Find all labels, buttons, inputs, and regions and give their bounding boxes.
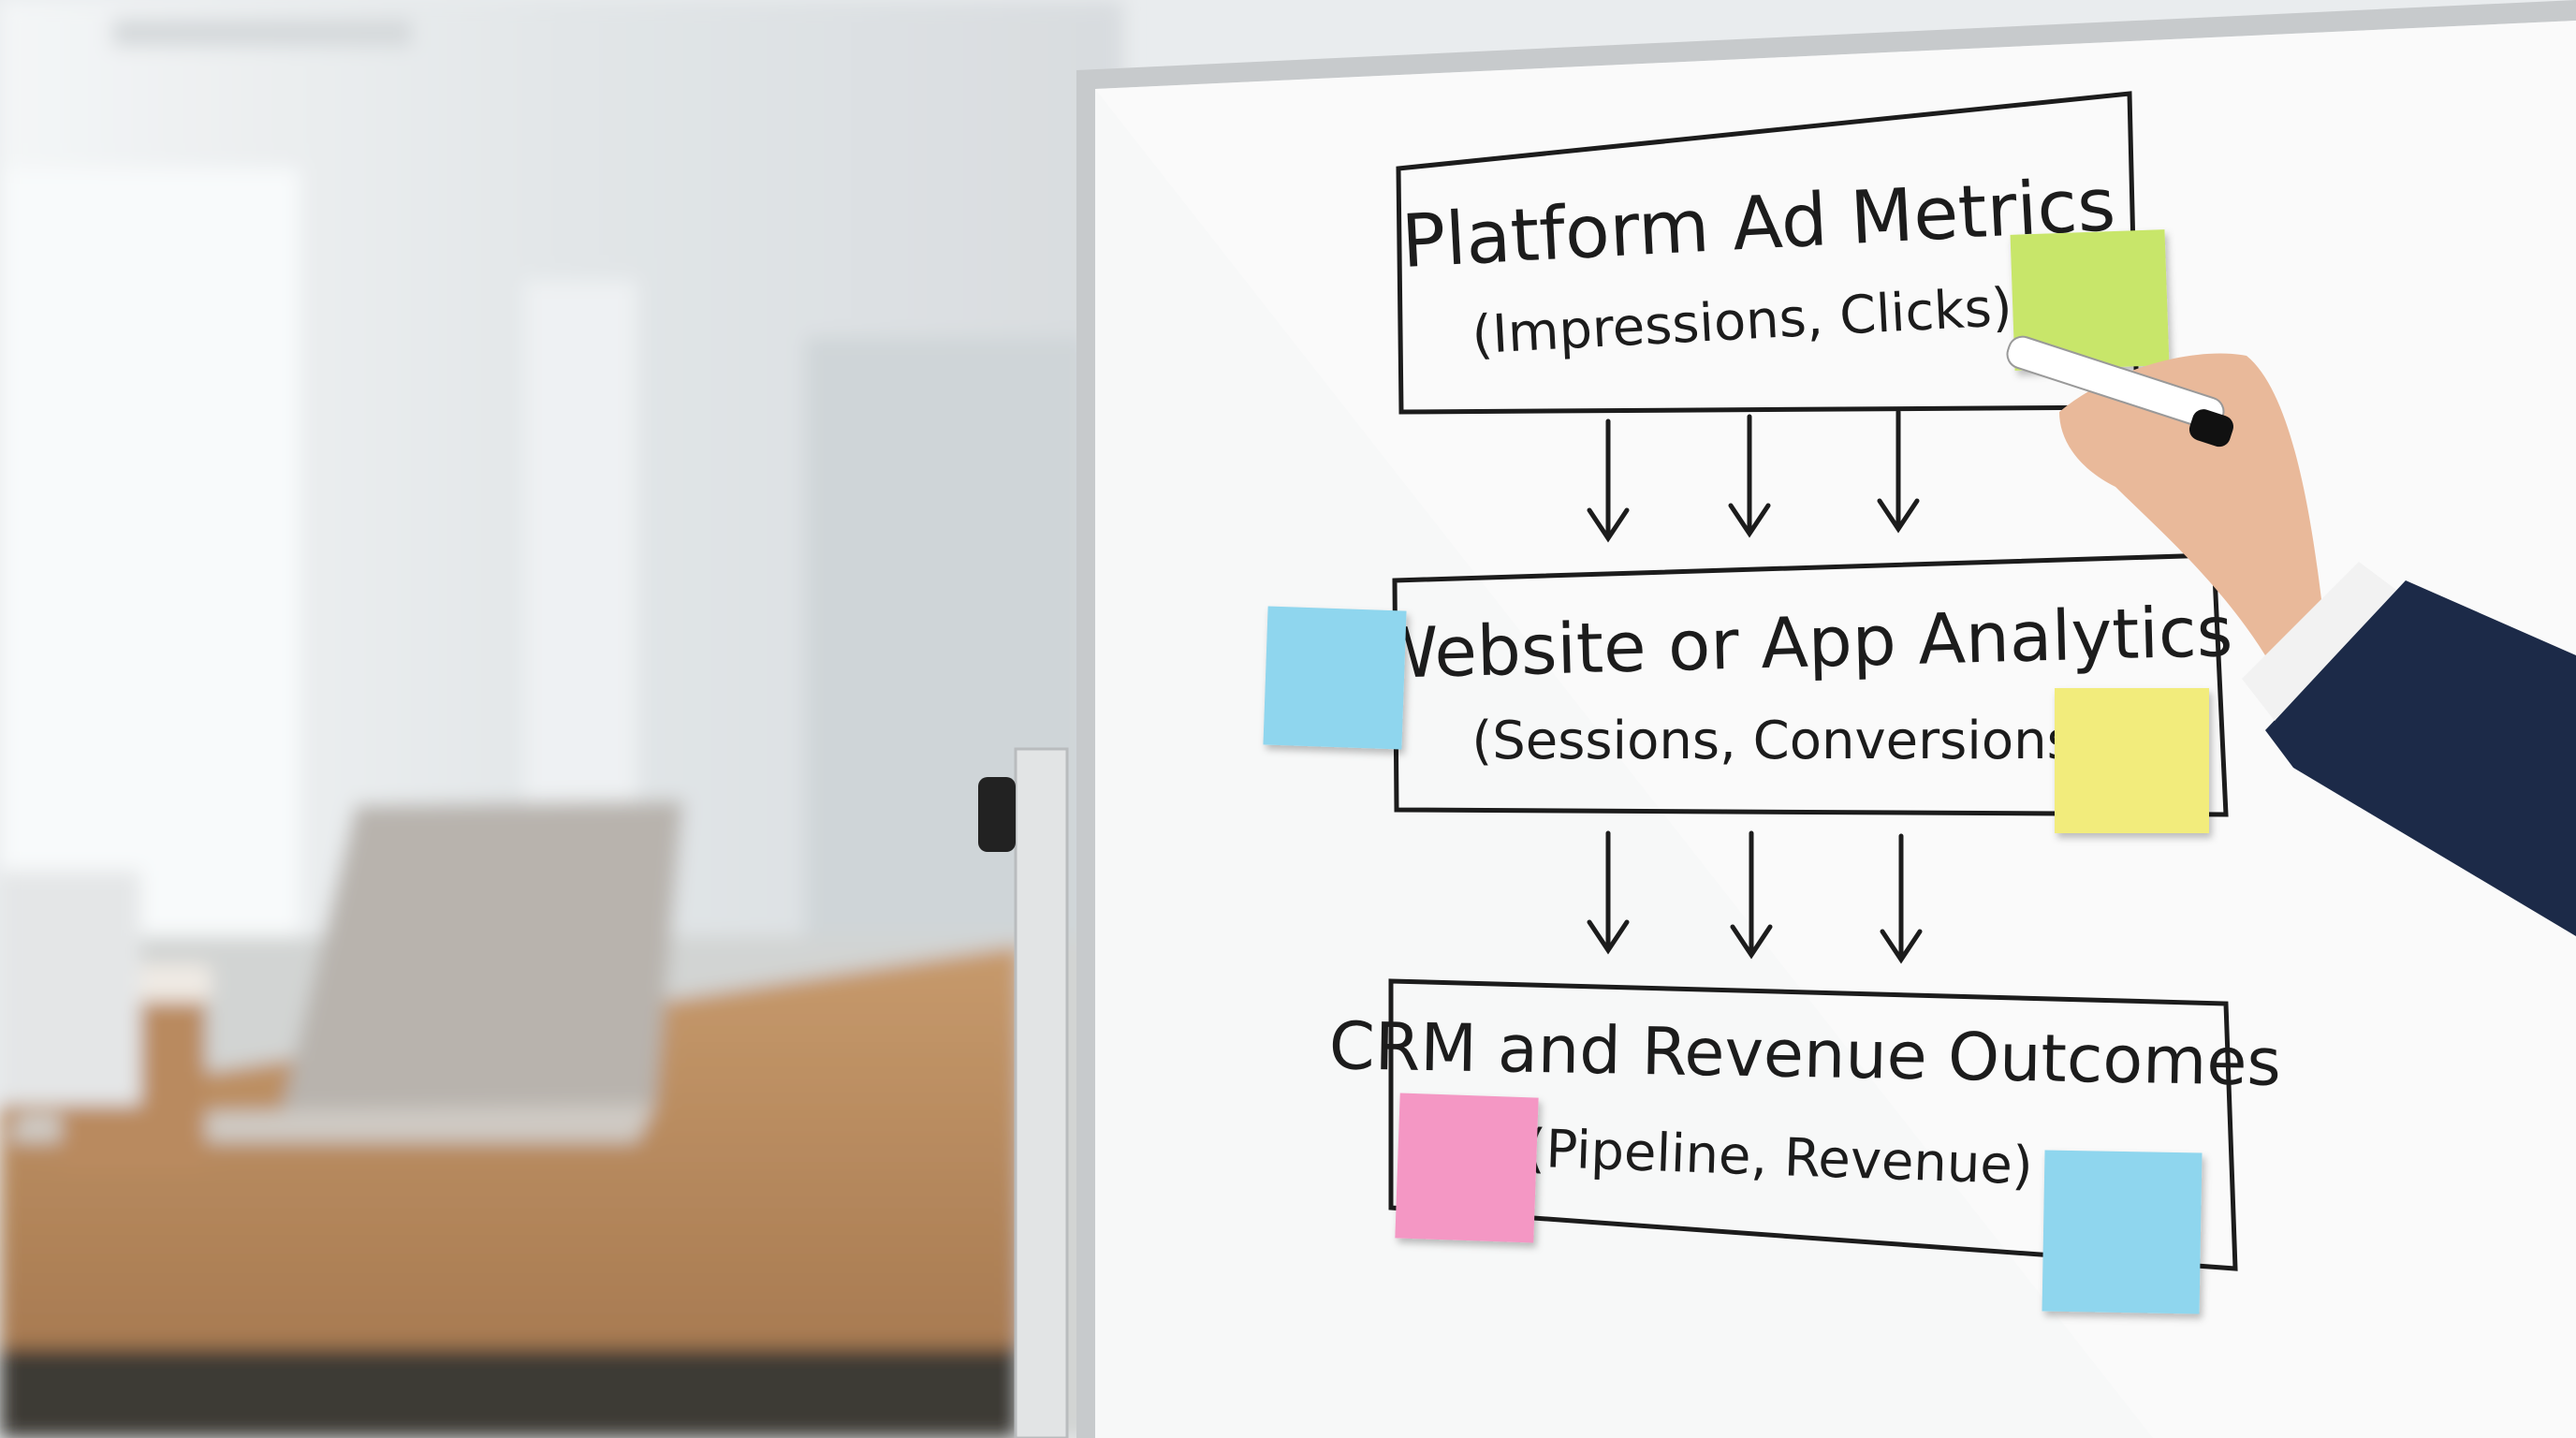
- sticky-note-blue: [1263, 606, 1407, 750]
- sticky-note-blue-2: [2042, 1150, 2203, 1314]
- arrows-row-2: [1587, 830, 1923, 964]
- blurred-background: [0, 0, 1123, 1438]
- box-3-title: CRM and Revenue Outcomes: [1328, 1007, 2281, 1101]
- arrows-row-1: [1587, 409, 1920, 543]
- sticky-note-yellow: [2055, 688, 2209, 833]
- marker-icon: [2006, 335, 2234, 448]
- box-2-subtitle: (Sessions, Conversions): [1471, 711, 2094, 771]
- whiteboard-stand: [978, 747, 1069, 1438]
- sticky-note-green: [2010, 229, 2170, 371]
- laptop: [281, 800, 683, 1114]
- sticky-note-pink: [1395, 1093, 1539, 1243]
- box-crm-revenue: [1388, 978, 2238, 1271]
- desk: [0, 946, 1020, 1386]
- presenter-arm: [2006, 335, 2576, 936]
